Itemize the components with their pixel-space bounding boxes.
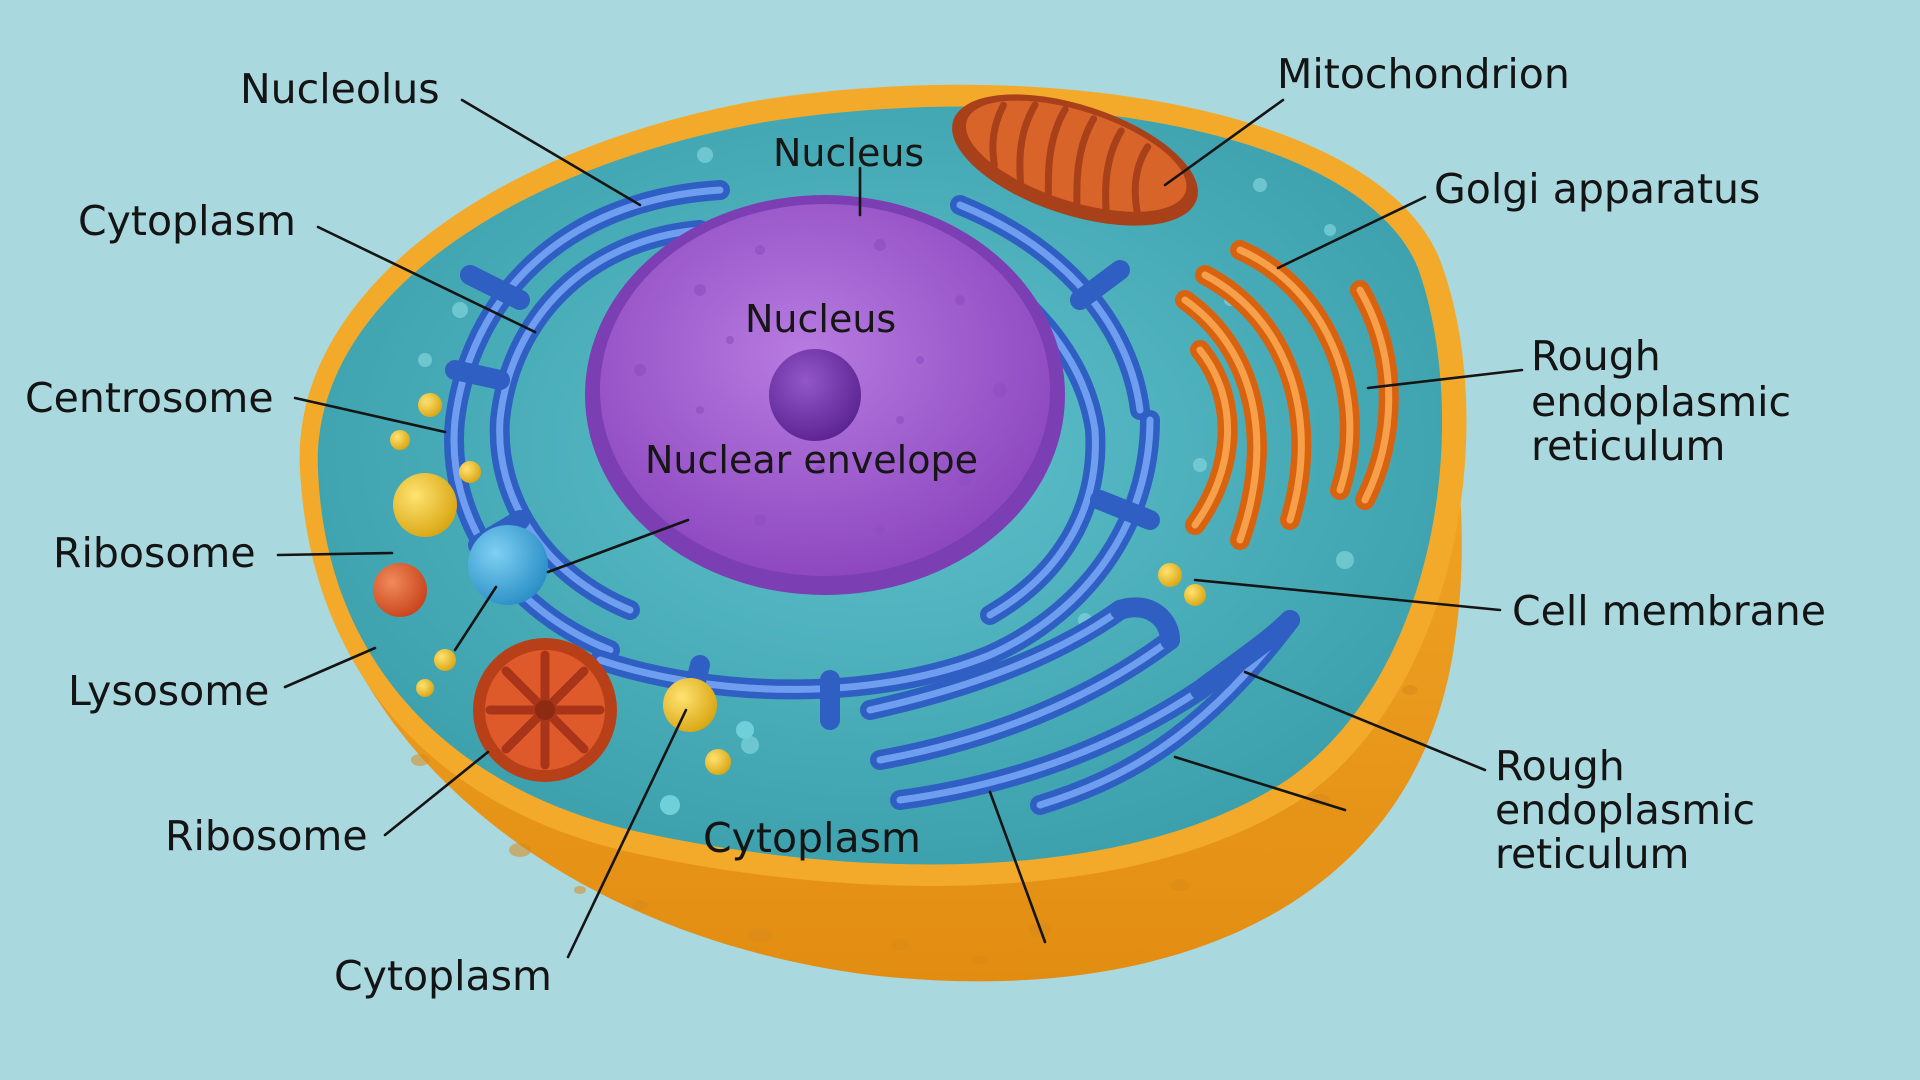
label-golgi-apparatus: Golgi apparatus	[1434, 165, 1760, 213]
label-nucleus-top: Nucleus	[773, 131, 924, 175]
nucleolus	[769, 349, 861, 441]
label-ribosome-bottom: Ribosome	[165, 812, 368, 860]
lysosome	[468, 525, 548, 605]
vesicle	[660, 795, 680, 815]
nucleus	[585, 195, 1065, 595]
label-cytoplasm-top-left: Cytoplasm	[78, 197, 296, 245]
vesicle	[1158, 563, 1182, 587]
leader-lines	[276, 98, 1524, 959]
labels: Nucleolus Cytoplasm Centrosome Ribosome …	[25, 50, 1826, 1000]
vesicle	[705, 749, 731, 775]
label-cytoplasm-bottom-left: Cytoplasm	[334, 952, 552, 1000]
label-rough-er-top-line-3: reticulum	[1531, 422, 1726, 470]
label-cell-membrane: Cell membrane	[1512, 587, 1826, 635]
small-organelles	[373, 393, 1206, 815]
membrane-texture	[411, 685, 1418, 964]
golgi-apparatus	[1175, 240, 1399, 550]
vesicle	[418, 393, 442, 417]
label-nuclear-envelope: Nuclear envelope	[645, 438, 978, 482]
label-cytoplasm-inner: Cytoplasm	[703, 814, 921, 862]
label-rough-er-bottom: Rough endoplasmic reticulum	[1495, 742, 1768, 878]
label-nucleolus: Nucleolus	[240, 65, 440, 113]
label-rough-er-bottom-line-3: reticulum	[1495, 830, 1690, 878]
vesicle	[416, 679, 434, 697]
label-rough-er-top: Rough endoplasmic reticulum	[1531, 332, 1804, 470]
yellow-vesicle-small	[663, 678, 717, 732]
yellow-vesicle-large	[393, 473, 457, 537]
vesicle	[390, 430, 410, 450]
label-rough-er-bottom-line-2: endoplasmic	[1495, 786, 1755, 834]
vesicle	[459, 461, 481, 483]
label-ribosome-left: Ribosome	[53, 529, 256, 577]
label-mitochondrion: Mitochondrion	[1277, 50, 1570, 98]
vesicle	[1184, 584, 1206, 606]
label-centrosome: Centrosome	[25, 374, 274, 422]
mitochondrion	[952, 94, 1198, 226]
rough-er-lower	[860, 597, 1300, 815]
vesicle	[736, 721, 754, 739]
label-rough-er-top-line-1: Rough	[1531, 332, 1661, 380]
vesicle	[434, 649, 456, 671]
ribosome-sphere	[373, 563, 427, 617]
label-nucleus-center: Nucleus	[745, 297, 896, 341]
label-lysosome: Lysosome	[68, 667, 269, 715]
label-rough-er-bottom-line-1: Rough	[1495, 742, 1625, 790]
nucleus-texture	[634, 239, 1007, 535]
centriole-wheel	[473, 638, 617, 782]
label-rough-er-top-line-2: endoplasmic	[1531, 378, 1791, 426]
